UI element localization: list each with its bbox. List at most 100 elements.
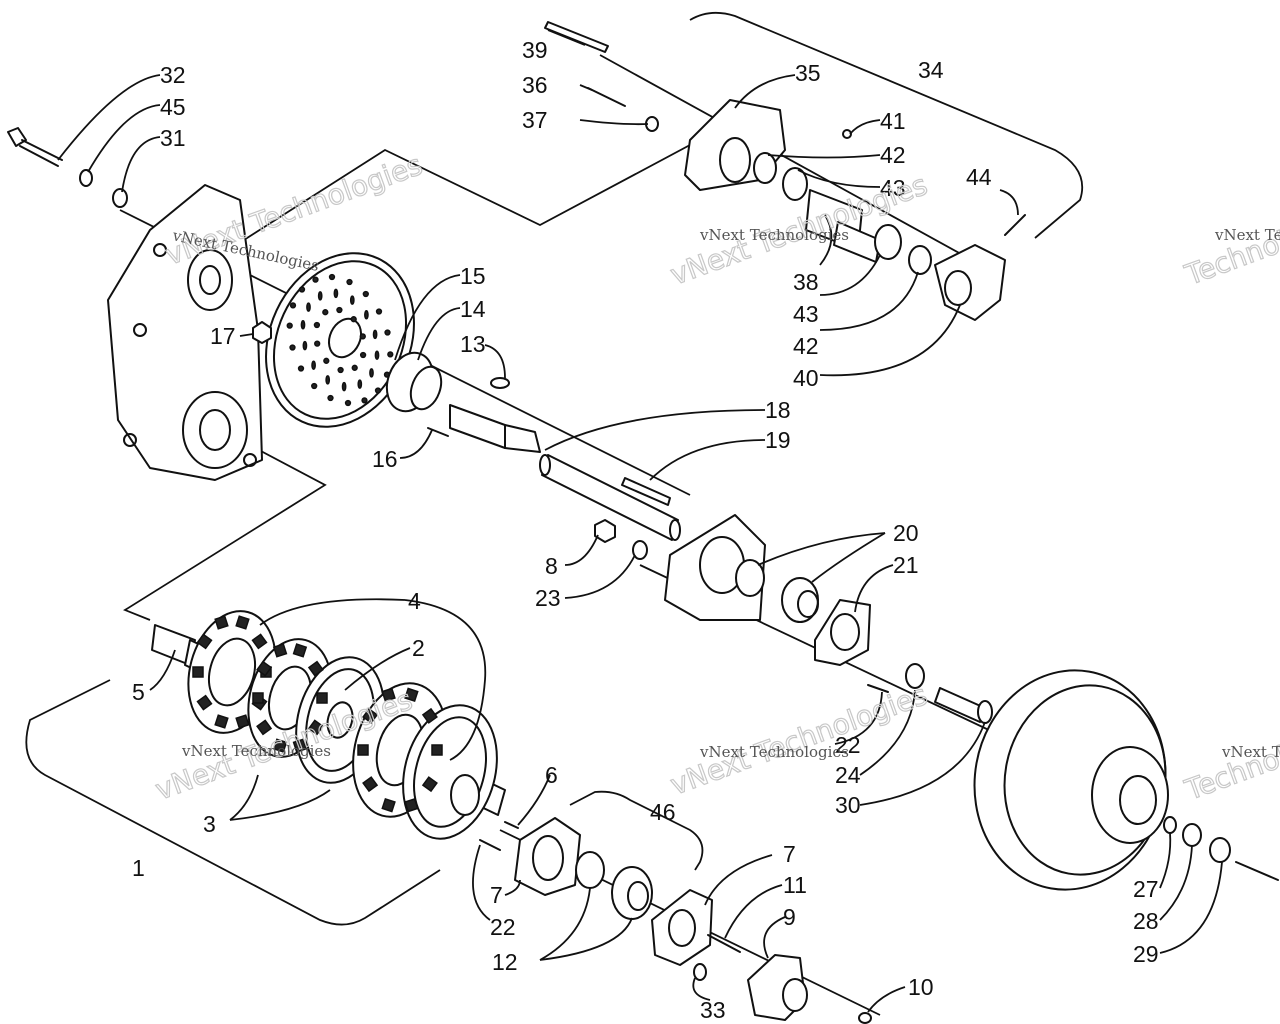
callout-44: 44 xyxy=(966,164,992,190)
sprocket-teeth xyxy=(192,615,443,813)
washer-45 xyxy=(79,169,93,187)
plate-7-right xyxy=(651,889,713,966)
callout-22-upper: 22 xyxy=(835,732,861,758)
disc-hole xyxy=(337,366,344,374)
disc-hole xyxy=(302,340,308,351)
callout-2: 2 xyxy=(412,635,425,661)
driven-clutch xyxy=(973,669,1169,891)
washer-23 xyxy=(632,540,648,560)
callout-45: 45 xyxy=(160,94,186,120)
callout-38: 38 xyxy=(793,269,819,295)
disc-hole xyxy=(374,387,382,394)
bearing-housing-9 xyxy=(747,954,808,1021)
disc-hole xyxy=(361,397,368,404)
plate-7-left xyxy=(514,817,581,896)
caliper-axis xyxy=(599,54,991,271)
disc-hole xyxy=(289,302,297,309)
callout-14: 14 xyxy=(460,296,486,322)
nut-41 xyxy=(842,129,852,139)
callout-15: 15 xyxy=(460,263,486,289)
disc-hole xyxy=(289,344,296,351)
callout-32: 32 xyxy=(160,62,186,88)
brake-disc-holes xyxy=(286,273,394,407)
callout-9: 9 xyxy=(783,904,796,930)
sprocket-tooth xyxy=(272,738,288,753)
hub-14 xyxy=(385,351,443,413)
nut-8 xyxy=(594,519,616,543)
bolt-16 xyxy=(427,427,449,437)
sprocket-tooth xyxy=(192,666,204,678)
disc-hole xyxy=(298,286,306,293)
bleeder-44 xyxy=(1004,214,1026,236)
brake-pads-38 xyxy=(805,189,881,263)
disc-hole xyxy=(312,276,319,283)
disc-hole xyxy=(362,290,369,298)
disc-hole xyxy=(328,273,336,281)
sprocket-tooth xyxy=(214,615,229,630)
disc-hole xyxy=(311,382,318,390)
callout-34: 34 xyxy=(918,57,944,83)
screw-22-lower xyxy=(479,839,501,851)
flange-21 xyxy=(814,599,871,666)
callout-31: 31 xyxy=(160,125,186,151)
sprocket-tooth xyxy=(307,660,324,677)
callout-42-upper: 42 xyxy=(880,142,906,168)
bearing-20a xyxy=(735,559,765,597)
bracket-1 xyxy=(25,679,441,926)
sprocket-tooth xyxy=(272,643,288,658)
disc-hole xyxy=(369,368,374,378)
disc-hole xyxy=(359,351,367,359)
screw-22-upper xyxy=(867,684,889,693)
callout-41: 41 xyxy=(880,108,906,134)
disc-hole xyxy=(306,302,311,312)
disc-hole xyxy=(336,306,343,314)
callout-24: 24 xyxy=(835,762,861,788)
disc-hole xyxy=(351,364,358,371)
piston-43-lower xyxy=(874,224,902,260)
chaincase-housing xyxy=(107,184,263,481)
piston-43-upper xyxy=(782,167,808,201)
callout-6: 6 xyxy=(545,762,558,788)
disc-hole xyxy=(313,321,321,329)
callout-35: 35 xyxy=(795,60,821,86)
callout-21: 21 xyxy=(893,552,919,578)
disc-hole xyxy=(341,381,347,392)
sprocket-tooth xyxy=(252,692,264,704)
sprocket-tooth xyxy=(214,714,229,729)
watermark-small-top-center: vNext Technologies xyxy=(699,226,849,244)
callout-43-lower: 43 xyxy=(793,301,819,327)
disc-hole xyxy=(317,291,323,301)
brake-disc-15 xyxy=(265,252,415,428)
sprocket-tooth xyxy=(404,687,419,703)
callout-17: 17 xyxy=(210,323,236,349)
callout-23: 23 xyxy=(535,585,561,611)
sprocket-tooth xyxy=(431,744,443,756)
disc-hole xyxy=(375,308,383,315)
disc-hole xyxy=(384,329,391,336)
sprocket-tooth xyxy=(404,797,419,813)
disc-hole xyxy=(357,379,363,389)
key-19 xyxy=(621,477,671,506)
chaincase-lower-line xyxy=(123,439,327,621)
sprocket-tooth xyxy=(381,797,396,813)
screw-6 xyxy=(504,821,519,829)
disc-hole xyxy=(344,399,352,407)
callout-36: 36 xyxy=(522,72,548,98)
callout-37: 37 xyxy=(522,107,548,133)
idler-wheel-right xyxy=(402,704,498,840)
watermark-bottom-center: vNext Technologies xyxy=(666,678,932,802)
callout-33: 33 xyxy=(700,997,726,1023)
watermark-small-bottom-right: vNext Technologies xyxy=(1221,743,1280,761)
bracket-46 xyxy=(569,790,704,871)
sprocket-tooth xyxy=(316,692,328,704)
callout-10: 10 xyxy=(908,974,934,1000)
callout-39: 39 xyxy=(522,37,548,63)
callout-19: 19 xyxy=(765,427,791,453)
disc-hole xyxy=(333,288,339,299)
washer-28b xyxy=(1209,837,1231,863)
callout-12: 12 xyxy=(492,949,518,975)
key-13 xyxy=(490,377,510,389)
callout-20: 20 xyxy=(893,520,919,546)
grease-fitting-10 xyxy=(858,1012,872,1024)
sprocket-tooth xyxy=(235,615,250,630)
